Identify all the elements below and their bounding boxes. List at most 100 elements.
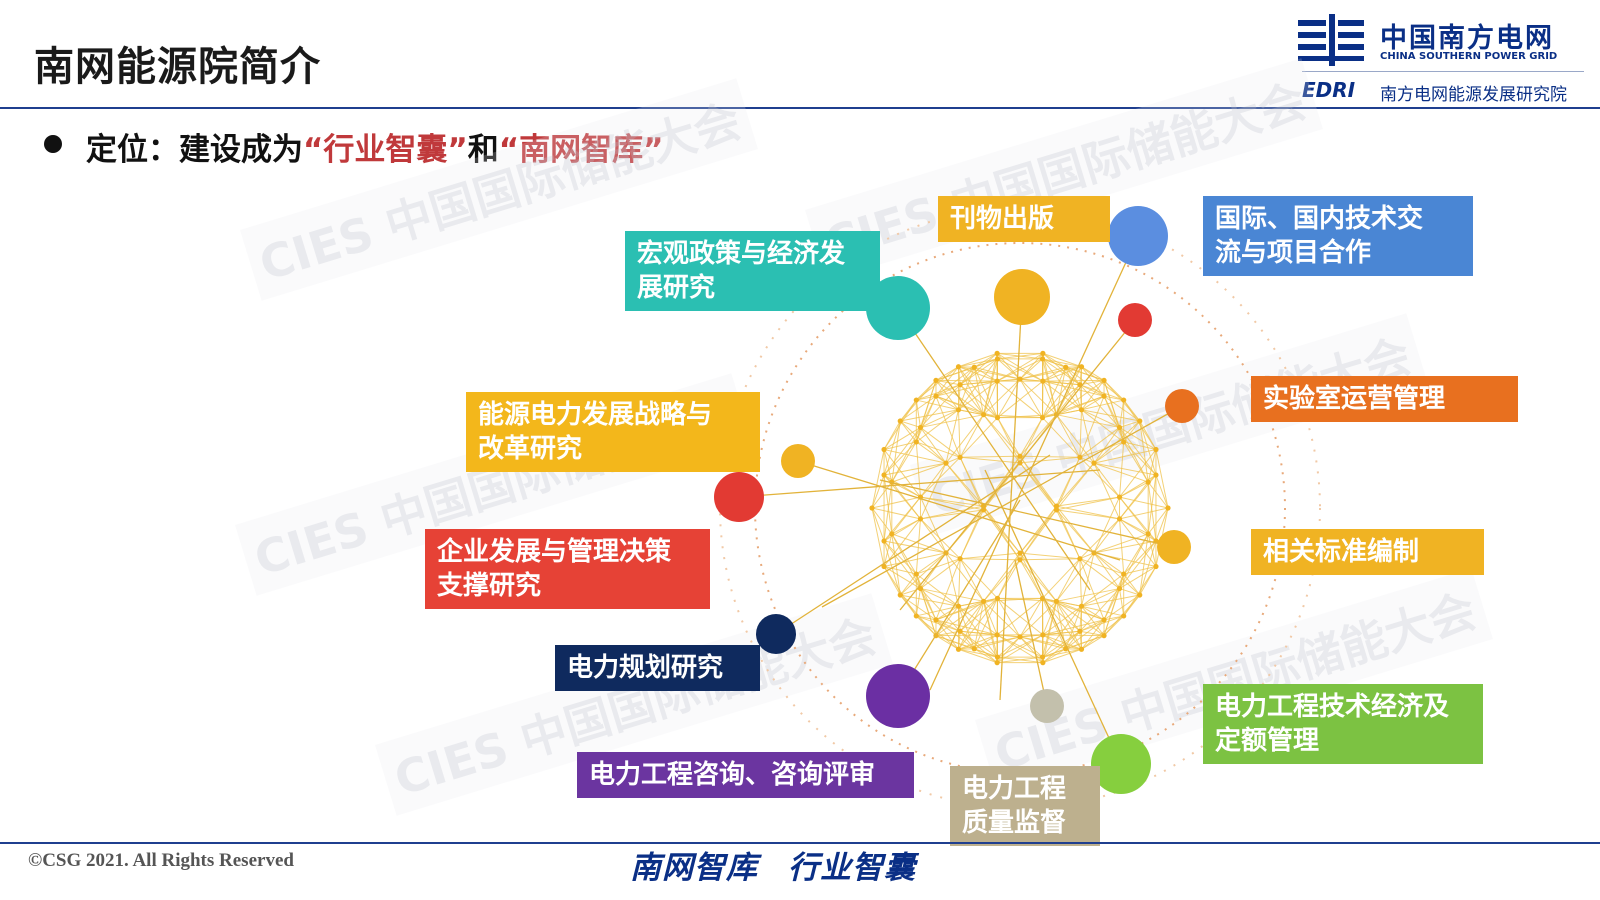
node-economics <box>1091 734 1151 794</box>
sphere-vertex <box>897 418 903 424</box>
sphere-edge <box>1056 505 1120 520</box>
sphere-edge <box>1139 420 1149 483</box>
sphere-edge <box>996 353 1021 380</box>
dotted-orbit <box>719 207 1321 809</box>
sphere-vertex <box>1017 557 1023 563</box>
sphere-edge <box>1042 380 1057 415</box>
sphere-edge <box>935 635 959 650</box>
label-enterprise-decision: 企业发展与管理决策支撑研究 <box>425 529 710 609</box>
label-lab-operations: 实验室运营管理 <box>1251 376 1518 422</box>
sphere-edge <box>915 573 937 621</box>
sphere-edge <box>915 366 959 401</box>
sphere-edge <box>1056 414 1120 428</box>
connector-line <box>899 319 1136 611</box>
connector-line <box>738 469 1101 498</box>
sphere-edge <box>1019 558 1080 561</box>
sphere-edge <box>1042 634 1066 650</box>
sphere-edge <box>899 573 917 596</box>
sphere-edge <box>983 380 998 415</box>
sphere-edge <box>1139 533 1149 596</box>
sphere-edge <box>1093 462 1157 476</box>
sphere-edge <box>973 598 998 649</box>
sphere-vertex <box>1040 632 1046 638</box>
sphere-vertex <box>913 397 919 403</box>
sphere-edge <box>1081 409 1120 428</box>
sphere-edge <box>1042 598 1082 650</box>
sphere-edge <box>1019 417 1043 464</box>
sphere-edge <box>1019 598 1043 638</box>
sphere-edge <box>935 395 959 411</box>
sphere-vertex <box>881 446 887 453</box>
sphere-vertex <box>955 364 962 370</box>
sphere-edge <box>996 380 1043 419</box>
sphere-edge <box>1056 395 1105 416</box>
sphere-edge <box>891 533 921 589</box>
sphere-edge <box>1119 420 1140 428</box>
sphere-edge <box>1042 597 1081 632</box>
sphere-vertex <box>994 595 1001 601</box>
sphere-edge <box>1081 588 1120 607</box>
sphere-edge <box>1093 449 1157 464</box>
connector-line <box>984 469 1122 765</box>
node-quality <box>1030 689 1064 723</box>
sphere-edge <box>983 601 998 636</box>
sphere-edge <box>883 441 917 476</box>
sphere-edge <box>935 619 959 650</box>
sphere-edge <box>883 540 917 575</box>
sphere-edge <box>935 380 959 411</box>
sphere-edge <box>1042 352 1066 368</box>
sphere-edge <box>1042 597 1105 621</box>
sphere-edge <box>1123 441 1149 483</box>
sphere-edge <box>974 352 998 368</box>
sphere-vertex <box>994 378 1000 384</box>
sphere-vertex <box>994 356 1001 362</box>
sphere-edge <box>1123 420 1141 443</box>
sphere-edge <box>997 417 1021 464</box>
sphere-edge <box>935 558 961 621</box>
sphere-vertex <box>897 592 903 598</box>
sphere-edge <box>1103 380 1125 401</box>
sphere-vertex <box>955 603 962 609</box>
sphere-edge <box>1042 648 1066 658</box>
node-publication <box>994 269 1050 325</box>
sphere-edge <box>959 457 985 507</box>
sphere-edge <box>1065 630 1081 650</box>
sphere-edge <box>1123 573 1141 596</box>
sphere-edge <box>1042 384 1081 419</box>
sphere-vertex <box>1121 613 1127 619</box>
sphere-edge <box>899 552 947 596</box>
sphere-edge <box>891 427 921 483</box>
sphere-vertex <box>889 531 895 537</box>
sphere-vertex <box>994 660 1000 666</box>
sphere-vertex <box>955 646 962 652</box>
sphere-edge <box>1065 619 1105 650</box>
sphere-edge <box>900 420 921 428</box>
sphere-edge <box>1093 540 1157 554</box>
sphere-edge <box>958 597 998 607</box>
sphere-edge <box>1042 648 1082 664</box>
sphere-edge <box>973 367 985 415</box>
sphere-vertex <box>913 439 919 445</box>
sphere-edge <box>1119 540 1157 589</box>
sphere-edge <box>958 358 998 368</box>
sphere-edge <box>997 378 1021 418</box>
sphere-edge <box>959 558 985 602</box>
sphere-edge <box>958 366 998 418</box>
sphere-vertex <box>957 454 963 460</box>
sphere-edge <box>883 533 893 567</box>
sphere-edge <box>1093 462 1149 483</box>
node-macro <box>866 276 930 340</box>
sphere-edge <box>1056 588 1120 602</box>
sphere-edge <box>1123 399 1157 450</box>
sphere-vertex <box>955 407 962 413</box>
sphere-vertex <box>1116 424 1123 431</box>
sphere-edge <box>1056 414 1095 464</box>
sphere-edge <box>1093 496 1120 554</box>
sphere-edge <box>958 605 998 636</box>
sphere-vertex <box>917 424 924 431</box>
sphere-edge <box>1055 414 1081 458</box>
sphere-edge <box>1079 409 1083 458</box>
sphere-vertex <box>1078 646 1085 652</box>
sphere-vertex <box>881 563 887 570</box>
sphere-edge <box>883 482 893 542</box>
